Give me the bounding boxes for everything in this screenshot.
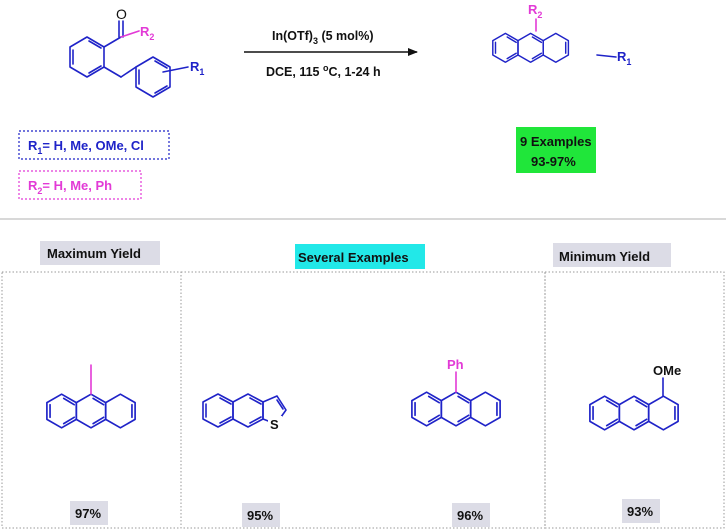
prod-r2-label: R2: [528, 2, 542, 20]
methoxy-substituent: OMe: [653, 363, 681, 378]
reagent-label: In(OTf)3 (5 mol%): [272, 29, 374, 46]
r2-definition-box: R2= H, Me, Ph: [18, 170, 142, 200]
svg-text:97%: 97%: [75, 506, 101, 521]
sm-r2-label: R2: [140, 24, 154, 42]
phenyl-substituent: Ph: [447, 357, 464, 372]
example-structure-methylanthracene: [46, 364, 136, 429]
example-structure-methoxyanthracene: OMe: [589, 363, 681, 431]
svg-text:Several Examples: Several Examples: [298, 250, 409, 265]
svg-text:95%: 95%: [247, 508, 273, 523]
yield-badge-1: 97%: [70, 501, 108, 525]
carbonyl-oxygen: O: [116, 6, 127, 22]
conditions-label: DCE, 115 oC, 1-24 h: [266, 63, 381, 79]
svg-text:Minimum Yield: Minimum Yield: [559, 249, 650, 264]
thiophene-sulfur: S: [270, 417, 279, 432]
reaction-arrow-group: In(OTf)3 (5 mol%) DCE, 115 oC, 1-24 h: [244, 29, 418, 79]
example-panels: [1, 271, 725, 529]
summary-examples: 9 Examples: [520, 134, 592, 149]
sm-r1-label: R1: [190, 59, 204, 77]
label-minimum-yield: Minimum Yield: [553, 243, 671, 267]
summary-yield-range: 93-97%: [531, 154, 576, 169]
svg-text:R2= H, Me, Ph: R2= H, Me, Ph: [28, 178, 112, 196]
example-structure-phenylanthracene: Ph: [411, 357, 501, 427]
label-maximum-yield: Maximum Yield: [40, 241, 160, 265]
svg-text:R1= H, Me, OMe, Cl: R1= H, Me, OMe, Cl: [28, 138, 144, 156]
yield-badge-3: 96%: [452, 503, 490, 527]
starting-material: O R2 R1: [69, 6, 204, 98]
example-structure-naphthothiophene: S: [202, 393, 287, 432]
svg-text:96%: 96%: [457, 508, 483, 523]
yield-badge-4: 93%: [622, 499, 660, 523]
label-several-examples: Several Examples: [295, 244, 425, 269]
svg-text:Maximum Yield: Maximum Yield: [47, 246, 141, 261]
prod-r1-label: R1: [617, 49, 631, 67]
product-anthracene: R2 R1: [492, 2, 631, 67]
r1-definition-box: R1= H, Me, OMe, Cl: [18, 130, 170, 160]
svg-text:93%: 93%: [627, 504, 653, 519]
yield-badge-2: 95%: [242, 503, 280, 527]
summary-badge: 9 Examples 93-97%: [516, 127, 596, 173]
